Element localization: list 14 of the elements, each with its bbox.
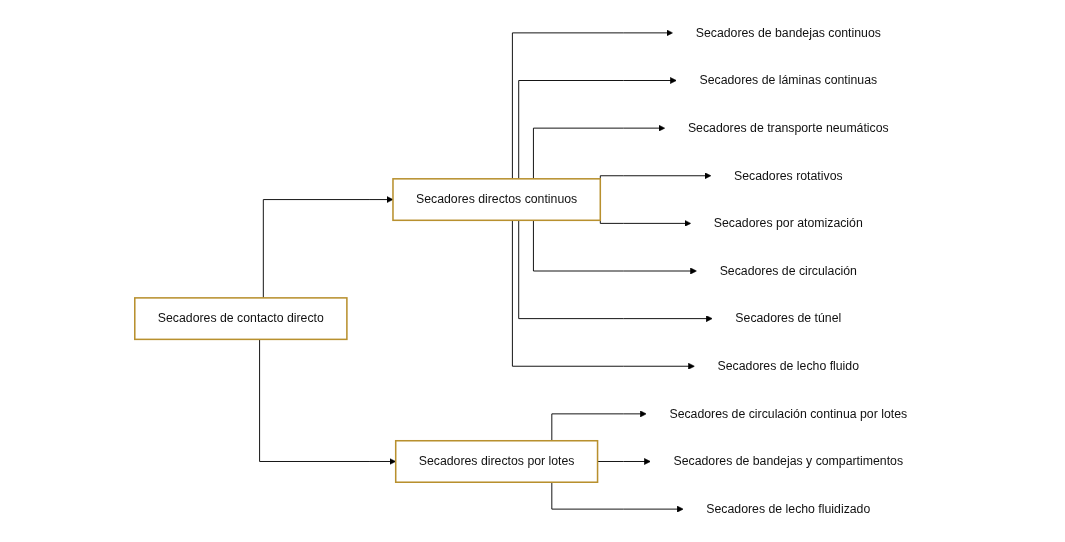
node-box: Secadores directos continuos <box>392 178 602 222</box>
node-text: Secadores de túnel <box>735 311 842 325</box>
node-text: Secadores de bandejas continuos <box>695 25 881 40</box>
node-text: Secadores por atomización <box>713 216 863 230</box>
node-text: Secadores de lecho fluido <box>717 359 860 373</box>
node-box: Secadores directos por lotes <box>394 440 599 483</box>
node-text: Secadores de transporte neumáticos <box>687 121 889 135</box>
node-box: Secadores de contacto directo <box>134 297 348 341</box>
node-text: Secadores de bandejas y compartimentos <box>673 454 904 468</box>
node-text: Secadores de láminas continuas <box>699 73 878 87</box>
node-text: Secadores de circulación <box>719 264 857 278</box>
node-text: Secadores de lecho fluidizado <box>706 502 871 516</box>
node-text: Secadores rotativos <box>733 168 843 182</box>
node-text: Secadores de circulación continua por lotes <box>669 406 908 421</box>
